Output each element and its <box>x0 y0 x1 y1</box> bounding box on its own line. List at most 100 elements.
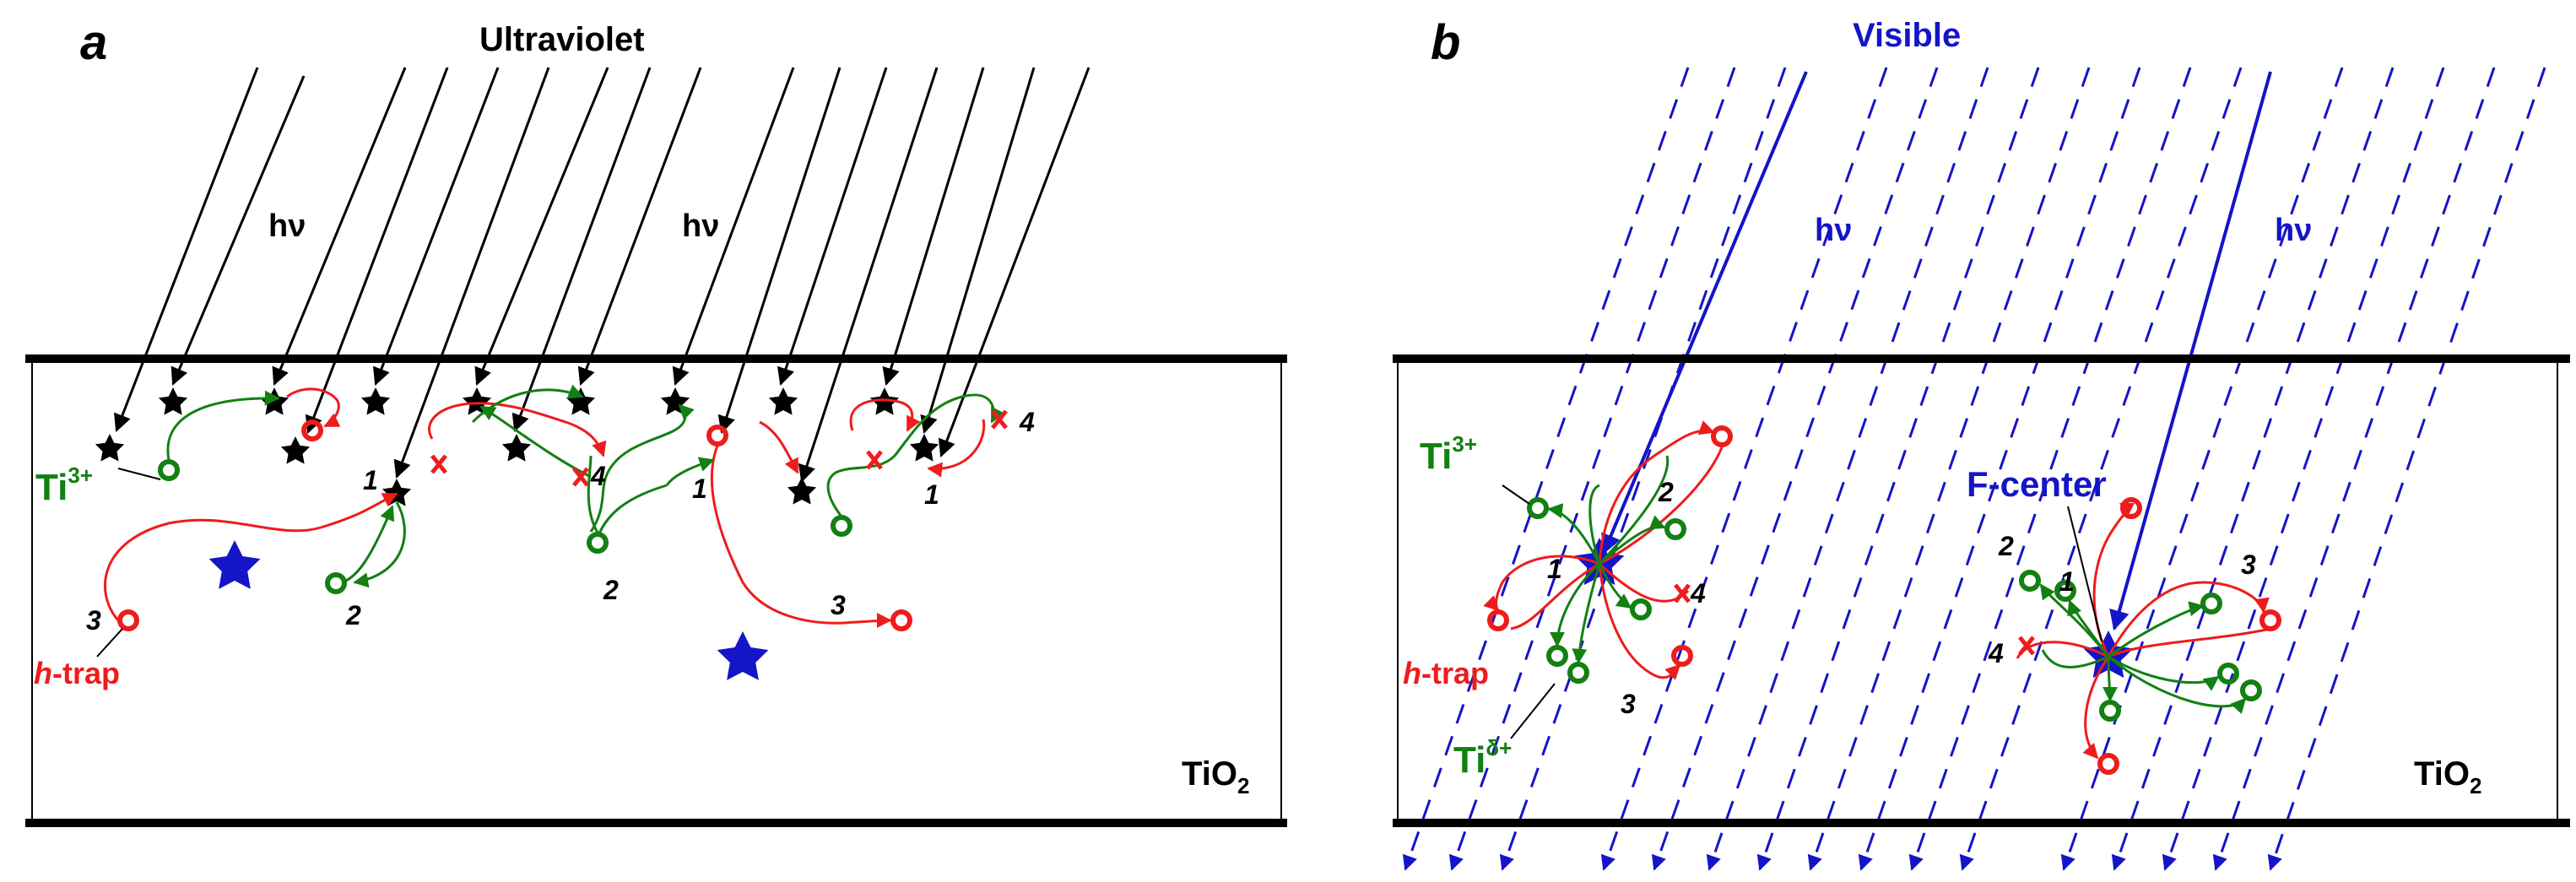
recombination-x-icon <box>572 467 589 487</box>
hole-path <box>710 445 892 629</box>
visible-ray <box>1651 67 1939 871</box>
tidelta-base: Ti <box>1453 739 1486 781</box>
pathway-number: 1 <box>363 465 378 495</box>
hole-path <box>2107 581 2270 657</box>
recombination-marks <box>430 409 1008 487</box>
visible-ray-solid <box>1601 71 1808 555</box>
visible-ray <box>2212 67 2496 871</box>
electron-trap-icon <box>1546 645 1568 667</box>
tio2-subscript: 2 <box>2470 773 2481 798</box>
hole-path <box>759 420 799 474</box>
star-defect-icon <box>566 387 596 415</box>
panel-b-letter: b <box>1431 15 1460 70</box>
hole-paths <box>1483 420 2271 760</box>
electron-trap-icon <box>2054 580 2076 602</box>
electron-trap-icon <box>831 515 852 537</box>
pathway-numbers: 1 1 1 2 2 3 3 4 4 <box>86 407 1035 636</box>
electron-trap-icon <box>1567 662 1589 684</box>
visible-rays <box>1402 67 2546 871</box>
visible-ray <box>2267 67 2546 871</box>
ti3-leader-line <box>1502 484 1530 505</box>
hole-path <box>2082 656 2110 760</box>
star-defect-icon <box>280 436 311 464</box>
pathway-number: 3 <box>86 605 101 636</box>
hole-traps <box>117 419 912 631</box>
electron-path <box>2108 601 2205 658</box>
hole-trap-icon <box>2259 609 2281 631</box>
electron-path <box>1550 562 1601 647</box>
htrap-h: h <box>34 656 52 690</box>
hv-label: hν <box>2275 213 2312 248</box>
ti3-base: Ti <box>35 467 68 508</box>
electron-paths <box>1547 455 2247 715</box>
hole-trap-icon <box>1487 609 1509 631</box>
visible-ray <box>2111 67 2395 871</box>
hole-paths <box>104 387 986 629</box>
electron-paths <box>166 384 1005 588</box>
hole-trap-icon <box>890 609 912 631</box>
hole-trap-icon <box>301 419 323 441</box>
pathway-number: 1 <box>924 479 939 510</box>
fcenter-leader-line <box>2067 506 2102 642</box>
electron-trap-icon <box>2217 663 2239 684</box>
electron-path <box>1598 563 1632 609</box>
tio2-base: TiO <box>1182 755 1237 793</box>
recombination-marks <box>1674 583 2035 656</box>
pathway-number: 1 <box>2059 566 2075 597</box>
electron-path <box>2108 655 2220 691</box>
electron-path <box>2102 656 2118 702</box>
tio2-label: TiO2 <box>1182 755 1249 798</box>
pathway-number: 1 <box>692 473 707 504</box>
visible-ray <box>1908 67 2192 871</box>
pathway-number: 2 <box>1658 477 1674 507</box>
visible-ray <box>1600 67 1888 871</box>
visible-ray <box>1858 67 2141 871</box>
pathway-number: 4 <box>1988 638 2004 668</box>
hole-path <box>286 387 341 428</box>
star-defect-icon <box>360 387 391 415</box>
uv-ray <box>672 67 795 386</box>
electron-trap-icon <box>2019 570 2041 592</box>
star-defect-icon <box>501 434 532 462</box>
electron-path <box>1598 455 1670 565</box>
hole-path <box>1598 420 1715 565</box>
electron-path <box>587 455 599 533</box>
hv-label: hν <box>1815 213 1852 248</box>
electron-path <box>589 403 695 533</box>
electron-path <box>598 484 668 534</box>
uv-ray <box>777 67 888 386</box>
uv-ray <box>798 67 939 483</box>
panel-a: a Ultraviolet hν hν <box>25 15 1287 827</box>
uv-rays <box>114 67 1090 483</box>
star-defect-icon <box>768 387 798 415</box>
hole-trap-icon <box>1711 425 1733 447</box>
uv-ray <box>882 67 985 387</box>
pathway-number: 1 <box>1547 554 1562 584</box>
visible-ray <box>2162 67 2445 871</box>
uv-ray <box>920 67 1036 435</box>
star-defect-icon <box>95 434 125 462</box>
pathway-number: 2 <box>603 575 619 605</box>
visible-label: Visible <box>1853 17 1961 54</box>
electron-path <box>166 390 280 461</box>
uv-ray <box>170 75 306 386</box>
htrap-label: h-trap <box>34 656 120 690</box>
fcenter-label: F-center <box>1967 464 2107 504</box>
visible-ray <box>1959 67 2243 871</box>
electron-trap-icon <box>2099 700 2121 722</box>
electron-traps <box>1527 497 2262 722</box>
electron-path <box>353 501 406 588</box>
star-defect-icon <box>909 434 939 462</box>
uv-ray <box>511 67 652 432</box>
uv-ray <box>114 67 259 432</box>
visible-ray <box>1706 67 1989 871</box>
hole-traps <box>1487 425 2281 775</box>
electron-path <box>345 505 395 582</box>
electron-path <box>471 384 584 424</box>
recombination-x-icon <box>430 454 447 474</box>
uv-ray <box>577 67 702 386</box>
ti3-label: Ti3+ <box>35 463 93 508</box>
recombination-x-icon <box>991 409 1008 430</box>
ti3-label: Ti3+ <box>1420 431 1477 477</box>
visible-ray-solid <box>2109 71 2272 631</box>
